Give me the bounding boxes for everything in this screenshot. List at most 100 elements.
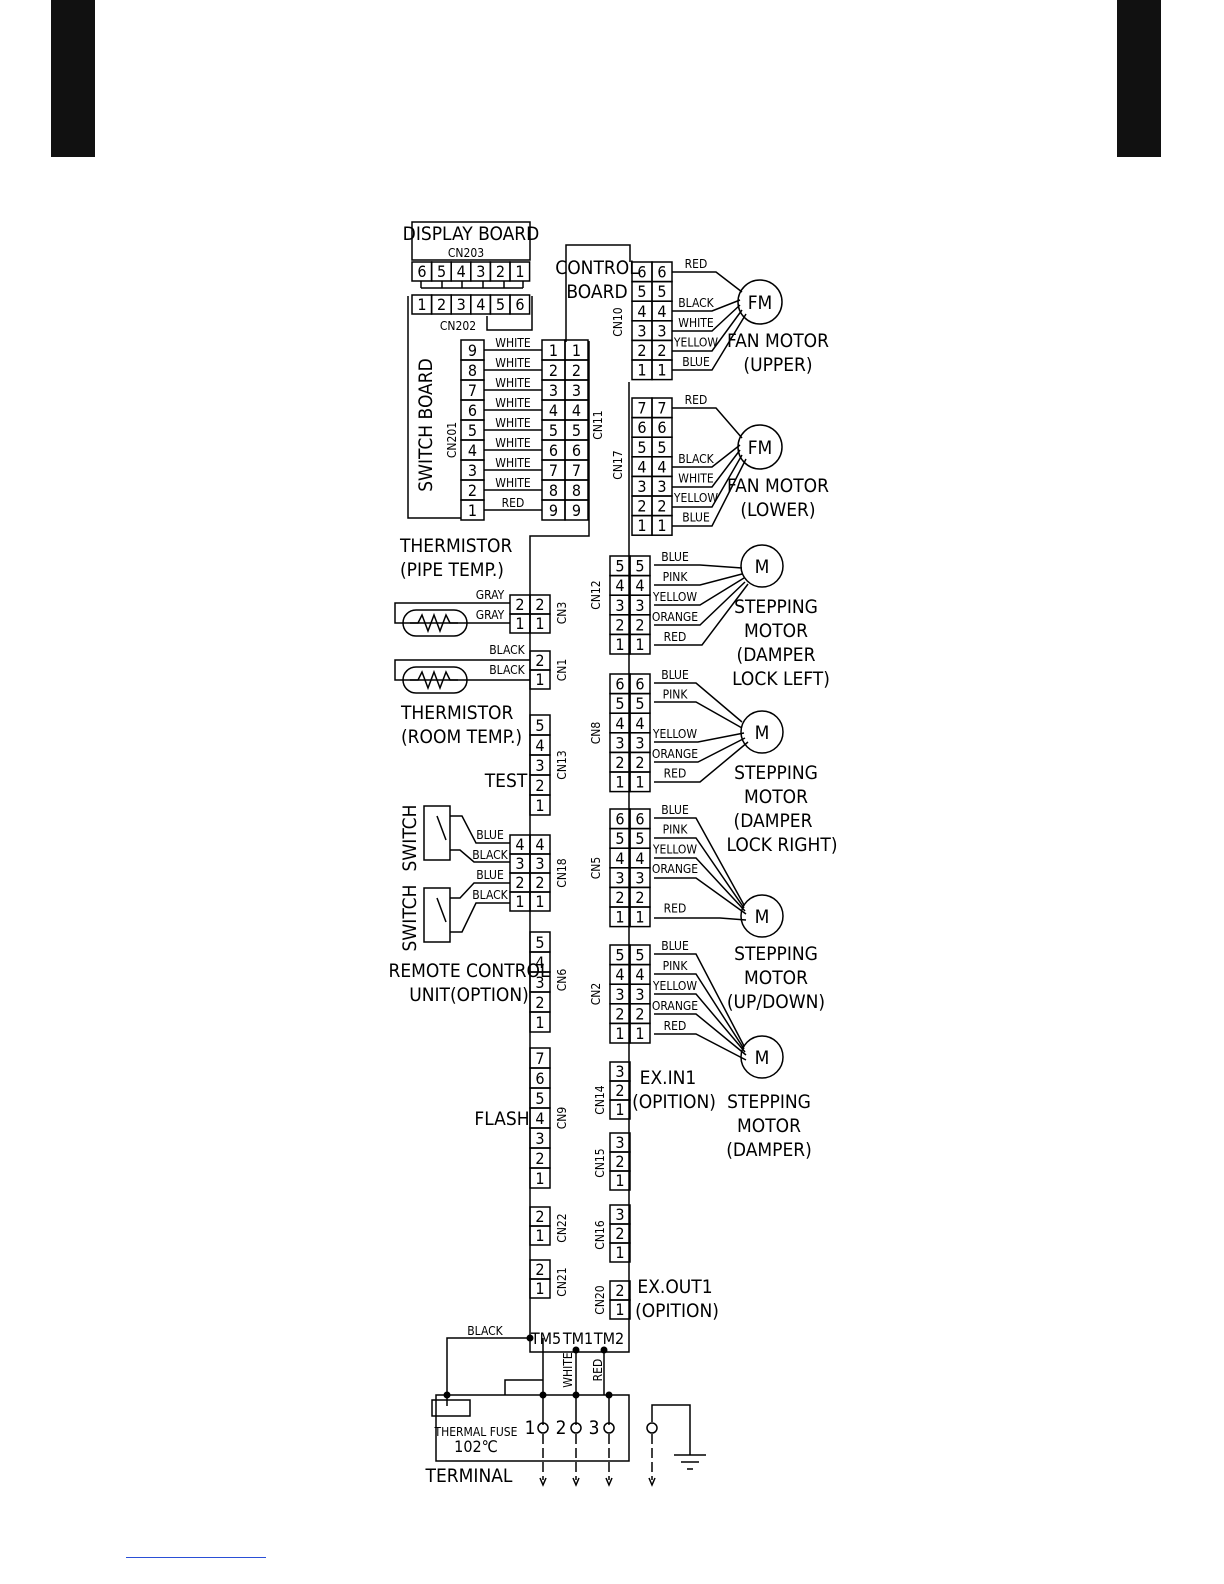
fm-lower-text: FM (748, 437, 773, 459)
switch-board-label: SWITCH BOARD (415, 358, 437, 492)
cn11-pin: 1 (572, 341, 581, 360)
cn18-pin: 3 (535, 854, 544, 873)
cn3-pin: 1 (535, 614, 544, 633)
cn1-pin: 1 (535, 670, 544, 689)
cn14-label: CN14 (593, 1085, 607, 1114)
stepping-motor-lock-left-symbol (740, 544, 784, 588)
stepping-motor-lock-right-symbol (740, 710, 784, 754)
cn18-pin: 1 (515, 892, 524, 911)
cn10-label: CN10 (611, 307, 625, 336)
cn17-pin: 3 (657, 477, 666, 496)
motor-3: MOTOR (744, 967, 808, 989)
cn8-pin: 2 (635, 753, 644, 772)
cn11-pin: 8 (549, 481, 558, 500)
terminal-3-dot (603, 1422, 615, 1434)
cn18-pin: 4 (515, 835, 524, 854)
cn1-label: CN1 (555, 659, 569, 681)
cn12-pin: 4 (615, 576, 624, 595)
cn11-pin: 1 (549, 341, 558, 360)
cn5-pin: 4 (635, 849, 644, 868)
cn202-pin: 5 (496, 295, 505, 314)
cn12-wire-label: ORANGE (652, 610, 698, 624)
fan-lower-wires (672, 407, 747, 527)
cn11-pin: 2 (572, 361, 581, 380)
cn2-label: CN2 (589, 983, 603, 1005)
cn17-pin: 6 (657, 418, 666, 437)
cn203-pin: 3 (476, 262, 485, 281)
terminal-3-label: 3 (589, 1417, 600, 1439)
cn14-pin: 2 (615, 1081, 624, 1100)
thermistor-pipe-zigzag (410, 612, 458, 634)
cn202-pin: 6 (515, 295, 524, 314)
cn201-pin: 3 (468, 461, 477, 480)
cn10-pin: 6 (637, 263, 646, 282)
cn12-wires (654, 564, 749, 646)
fan-motor-upper-symbol (737, 279, 783, 325)
cn8-label: CN8 (589, 722, 603, 745)
cn11-pin: 6 (572, 441, 581, 460)
cn201-pin: 4 (468, 441, 477, 460)
cn201-pin: 8 (468, 361, 477, 380)
thermal-fuse-label: THERMAL FUSE (434, 1425, 518, 1439)
cn11-pin: 5 (572, 421, 581, 440)
cn8-pin: 3 (615, 733, 624, 752)
cn8-pin: 5 (635, 694, 644, 713)
cn5-pin: 5 (635, 829, 644, 848)
cn5-pin: 5 (615, 829, 624, 848)
cn203-cell (509, 261, 531, 282)
cn5-wire-label: BLUE (661, 803, 689, 817)
cn17-label: CN17 (611, 450, 625, 479)
terminal-label: TERMINAL (425, 1465, 513, 1487)
cn12-wire-label: PINK (663, 570, 689, 584)
cn2-wire-label: BLUE (661, 939, 689, 953)
cn11-wire-label: WHITE (495, 476, 531, 490)
stepping-motor-damper-symbol (740, 1035, 784, 1079)
cn18-pin: 4 (535, 835, 544, 854)
cn11-pin: 7 (549, 461, 558, 480)
damper-label: (DAMPER) (726, 1139, 812, 1161)
ex-out1-label-2: (OPITION) (635, 1300, 719, 1322)
cn2-pin: 4 (615, 965, 624, 984)
motor-4: MOTOR (737, 1115, 801, 1137)
cn6-pin: 4 (535, 953, 544, 972)
cn10-wire-label: RED (685, 257, 708, 271)
cn9-pin: 4 (535, 1109, 544, 1128)
cn10-pin: 1 (657, 361, 666, 380)
cn203-pin: 1 (515, 262, 524, 281)
cn17-wire-label: BLACK (678, 452, 714, 466)
cn11-wire-label: WHITE (495, 376, 531, 390)
cn8-pin: 4 (615, 714, 624, 733)
cn13-pin: 4 (535, 736, 544, 755)
cn5-cell (629, 906, 651, 928)
cn8-pin: 6 (635, 675, 644, 694)
cn20-pin: 1 (615, 1300, 624, 1319)
terminal-2-label: 2 (556, 1417, 567, 1439)
remote-label-2: UNIT(OPTION) (409, 984, 529, 1006)
terminal-1-dot (537, 1422, 549, 1434)
cn2-pin: 4 (635, 965, 644, 984)
terminal-1-junction (539, 1391, 547, 1399)
cn5-pin: 6 (635, 810, 644, 829)
cn11-pin: 3 (572, 381, 581, 400)
cn6-pin: 3 (535, 973, 544, 992)
cn13-pin: 3 (535, 756, 544, 775)
cn3-pin: 1 (515, 614, 524, 633)
cn10-wire-label: BLUE (682, 355, 710, 369)
fuse-temp-label: 102℃ (454, 1437, 498, 1456)
stepping-2: STEPPING (734, 762, 818, 784)
cn11-pin: 3 (549, 381, 558, 400)
cn202-label: CN202 (440, 319, 476, 333)
damper-lock-right-1: (DAMPER (734, 810, 813, 832)
cn14-pin: 1 (615, 1100, 624, 1119)
fuse-junction (443, 1391, 451, 1399)
cn17-pin: 2 (657, 497, 666, 516)
cn3-wire-label: GRAY (476, 588, 505, 602)
switch-board-outline (407, 296, 461, 519)
cn8-wire-label: RED (664, 767, 687, 781)
cn2-pin: 3 (615, 985, 624, 1004)
cn8-pin: 6 (615, 675, 624, 694)
cn2-wire-label: ORANGE (652, 999, 698, 1013)
cn202-pin: 4 (476, 295, 485, 314)
fan-lower-label-1: FAN MOTOR (727, 475, 829, 497)
